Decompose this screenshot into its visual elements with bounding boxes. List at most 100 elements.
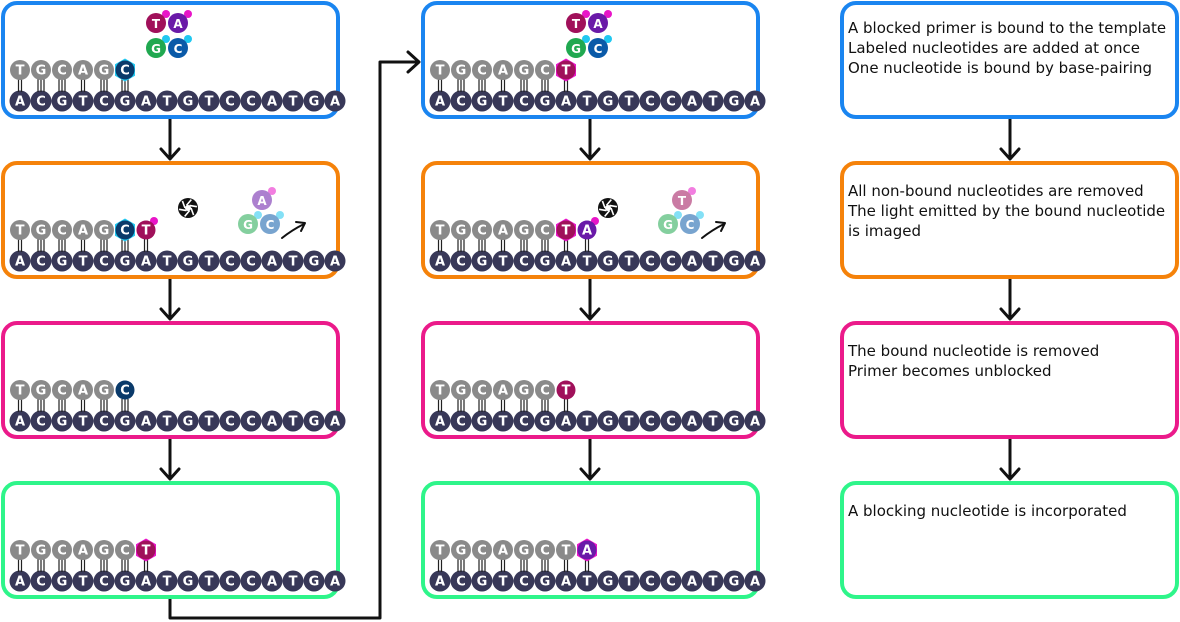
template-base — [744, 90, 766, 112]
nucleotide-letter: C — [266, 218, 275, 232]
template-base — [177, 90, 199, 112]
template-base-letter: C — [666, 255, 676, 270]
template-base-letter: T — [499, 575, 508, 590]
primer-base — [514, 60, 534, 80]
free-nucleotide-G: G — [658, 211, 682, 234]
template-base-letter: G — [183, 415, 194, 430]
primer-base — [493, 60, 513, 80]
arrow-head — [579, 307, 601, 321]
template-base — [429, 570, 451, 592]
template-base-letter: T — [625, 575, 634, 590]
primer-base-letter: T — [436, 224, 445, 239]
template-base-letter: G — [57, 95, 68, 110]
terminal-nucleotide-T: T — [136, 538, 156, 562]
curved-arrow-icon — [281, 221, 306, 239]
template-base-letter: A — [687, 255, 697, 270]
template-base-letter: C — [246, 575, 256, 590]
template-base — [513, 250, 535, 272]
terminal-nucleotide-T: T — [556, 218, 576, 242]
template-base — [303, 410, 325, 432]
primer-base — [514, 220, 534, 240]
template-base-letter: T — [205, 415, 214, 430]
primer-base — [514, 380, 534, 400]
template-base-letter: T — [625, 95, 634, 110]
template-base-letter: A — [15, 255, 25, 270]
primer-base-letter: G — [99, 544, 110, 559]
primer-base — [493, 540, 513, 560]
template-base-letter: T — [583, 255, 592, 270]
template-base-letter: T — [583, 415, 592, 430]
template-base — [660, 90, 682, 112]
step1-line3: One nucleotide is bound by base-pairing — [848, 59, 1153, 77]
terminal-letter: T — [142, 544, 151, 559]
template-base — [9, 250, 31, 272]
template-base-letter: G — [603, 575, 614, 590]
template-base-letter: A — [687, 95, 697, 110]
template-base — [198, 250, 220, 272]
terminal-letter: T — [562, 384, 571, 399]
primer-base — [73, 220, 93, 240]
template-base-letter: C — [645, 575, 655, 590]
panel-box — [421, 1, 760, 119]
template-base-letter: A — [561, 415, 571, 430]
template-base-letter: G — [540, 415, 551, 430]
template-base-letter: C — [36, 95, 46, 110]
template-base — [534, 250, 556, 272]
template-base — [156, 90, 178, 112]
template-base-letter: A — [435, 415, 445, 430]
primer-base-letter: G — [99, 384, 110, 399]
primer-base-letter: T — [16, 384, 25, 399]
template-base-letter: G — [309, 575, 320, 590]
template-base-letter: A — [15, 415, 25, 430]
template-base-letter: C — [645, 255, 655, 270]
primer-base — [472, 60, 492, 80]
template-base — [303, 90, 325, 112]
template-base-letter: G — [540, 255, 551, 270]
primer-base-letter: G — [519, 224, 530, 239]
primer-base — [52, 220, 72, 240]
template-base — [429, 410, 451, 432]
terminal-nucleotide-T: T — [556, 58, 576, 82]
template-base-letter: T — [289, 95, 298, 110]
template-base-letter: C — [246, 415, 256, 430]
template-base-letter: A — [141, 95, 151, 110]
template-base — [72, 90, 94, 112]
template-base — [324, 570, 346, 592]
template-base-letter: C — [666, 95, 676, 110]
nucleotide-letter: A — [593, 17, 603, 31]
template-base — [93, 250, 115, 272]
template-base — [135, 570, 157, 592]
camera-shutter-icon — [598, 198, 618, 218]
template-base — [324, 250, 346, 272]
primer-base — [94, 220, 114, 240]
template-base-letter: T — [163, 95, 172, 110]
template-base — [177, 410, 199, 432]
template-base-letter: G — [57, 255, 68, 270]
template-base — [702, 90, 724, 112]
template-base-letter: T — [163, 255, 172, 270]
template-base — [618, 90, 640, 112]
template-base — [639, 570, 661, 592]
primer-base-letter: A — [78, 224, 88, 239]
template-base — [639, 90, 661, 112]
template-base-letter: G — [57, 575, 68, 590]
primer-base — [514, 540, 534, 560]
step4-description: A blocking nucleotide is incorporated — [848, 501, 1178, 521]
template-base-letter: T — [79, 95, 88, 110]
template-base — [450, 410, 472, 432]
primer-base-letter: T — [562, 544, 571, 559]
arrow-head — [159, 307, 181, 321]
template-base — [597, 570, 619, 592]
primer-base — [31, 220, 51, 240]
template-base-letter: T — [709, 95, 718, 110]
primer-base-letter: G — [36, 544, 47, 559]
primer-base-letter: T — [436, 384, 445, 399]
template-base — [72, 410, 94, 432]
template-base — [240, 570, 262, 592]
template-base — [282, 570, 304, 592]
template-base — [51, 90, 73, 112]
template-base — [324, 90, 346, 112]
